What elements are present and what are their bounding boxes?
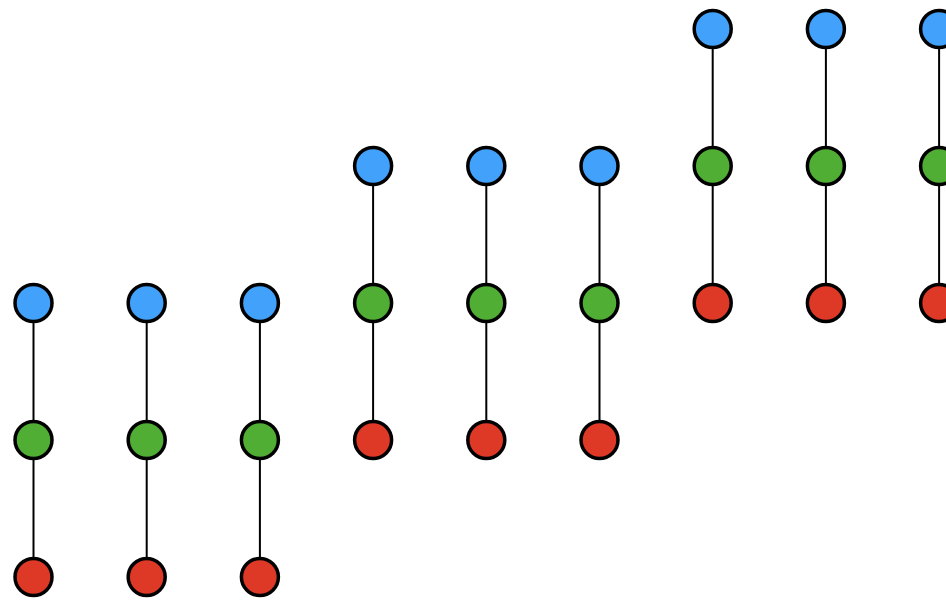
node-bottom bbox=[805, 282, 847, 324]
node-middle bbox=[13, 419, 54, 461]
node-top bbox=[466, 145, 507, 187]
node-bottom bbox=[579, 419, 620, 461]
node-middle bbox=[126, 419, 167, 461]
node-top bbox=[579, 145, 620, 187]
node-layer bbox=[13, 8, 946, 598]
node-bottom bbox=[466, 419, 507, 461]
node-middle bbox=[692, 145, 733, 187]
node-bottom bbox=[692, 282, 733, 324]
node-bottom bbox=[13, 556, 54, 598]
node-top bbox=[918, 8, 946, 50]
node-bottom bbox=[352, 419, 394, 461]
node-top bbox=[692, 8, 733, 50]
node-middle bbox=[352, 282, 394, 324]
node-bottom bbox=[239, 556, 281, 598]
node-middle bbox=[466, 282, 507, 324]
node-middle bbox=[918, 145, 946, 187]
edge-layer bbox=[32, 29, 941, 577]
node-top bbox=[352, 145, 394, 187]
node-middle bbox=[805, 145, 847, 187]
node-middle bbox=[239, 419, 281, 461]
node-top bbox=[126, 282, 167, 324]
node-top bbox=[805, 8, 847, 50]
node-top bbox=[239, 282, 281, 324]
node-bottom bbox=[918, 282, 946, 324]
node-middle bbox=[579, 282, 620, 324]
node-top bbox=[13, 282, 54, 324]
node-bottom bbox=[126, 556, 167, 598]
